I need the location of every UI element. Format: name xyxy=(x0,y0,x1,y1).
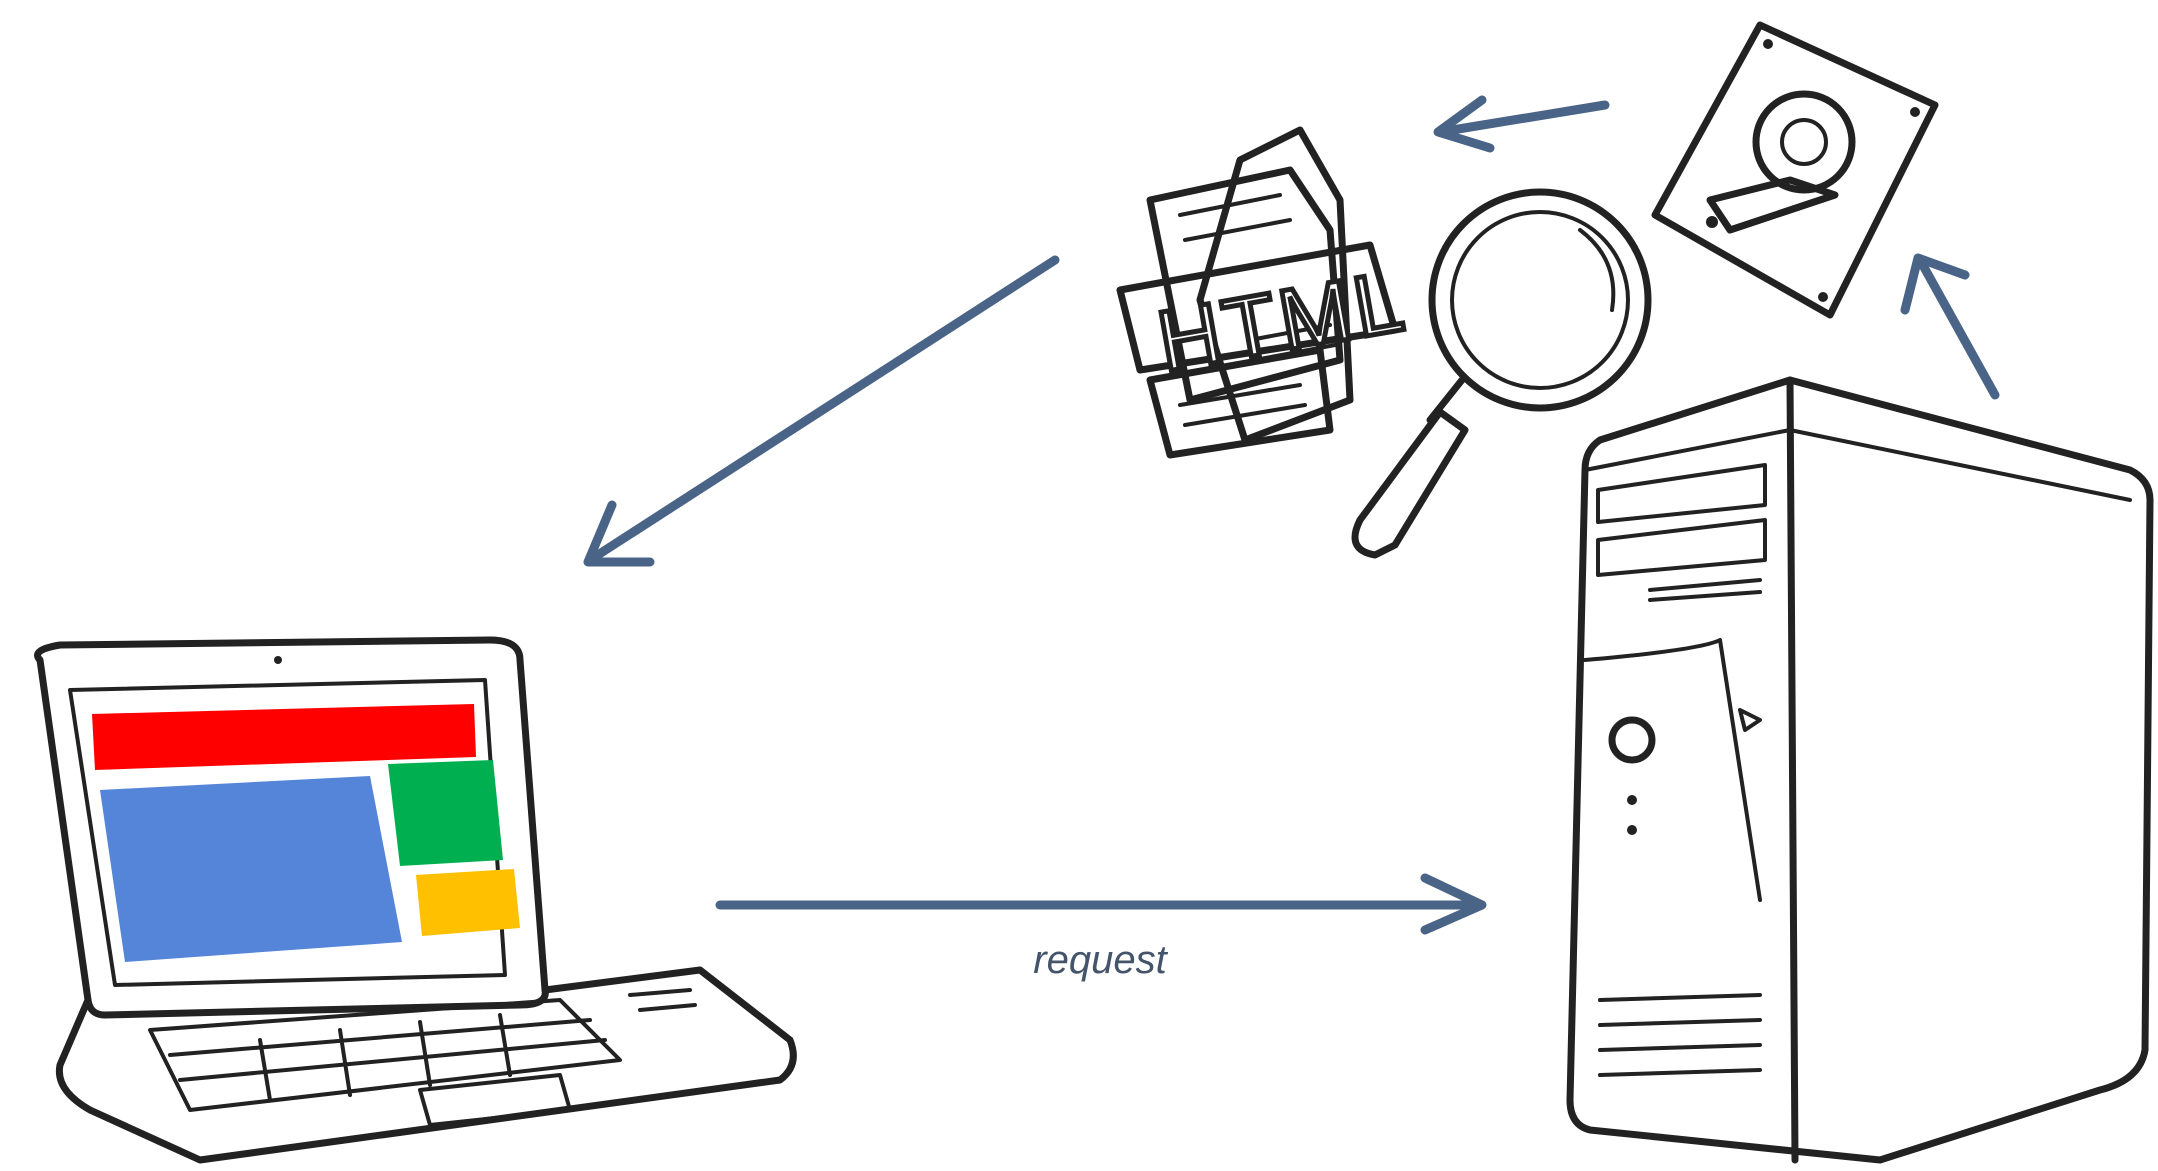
storage-to-html-arrow xyxy=(1433,95,1610,153)
server-to-storage-arrow xyxy=(1900,253,2000,400)
screen-header-block xyxy=(92,704,476,770)
html-document-icon: HTML xyxy=(1116,126,1416,459)
laptop-icon xyxy=(34,636,797,1164)
response-arrow xyxy=(583,255,1060,567)
hard-drive-icon xyxy=(1651,21,1939,319)
screen-side-bottom-block xyxy=(416,869,520,936)
magnifier-icon xyxy=(1351,188,1652,559)
request-label: request xyxy=(1033,938,1167,982)
server-tower-icon xyxy=(1566,376,2154,1164)
request-arrow xyxy=(715,873,1487,935)
screen-side-top-block xyxy=(388,760,503,866)
screen-main-block xyxy=(100,776,402,962)
